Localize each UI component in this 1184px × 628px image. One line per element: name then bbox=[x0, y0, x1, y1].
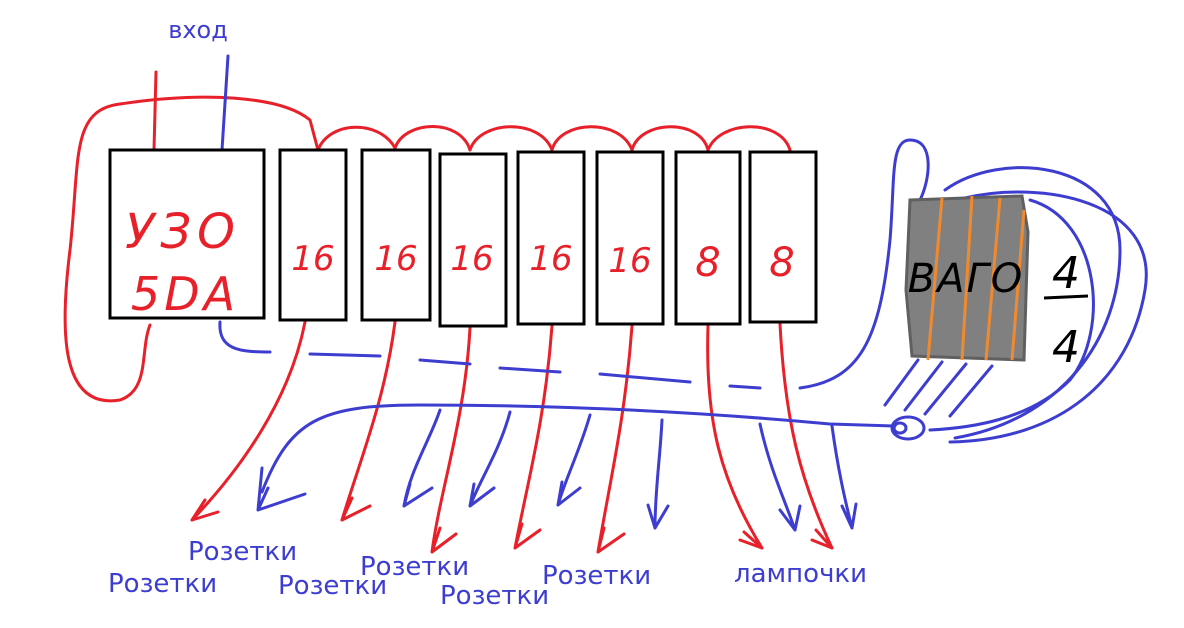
neutral-out-2 bbox=[402, 408, 442, 508]
wago-label: ВАГО bbox=[908, 256, 1025, 302]
breaker-box bbox=[674, 150, 742, 326]
neutral-out-6 bbox=[758, 422, 802, 532]
breaker-4: 16 bbox=[516, 150, 586, 326]
wago-connector: ВАГО 4 4 bbox=[904, 194, 1089, 373]
phase-out-2 bbox=[340, 320, 397, 522]
breaker-box bbox=[438, 152, 508, 328]
wago-lead-2 bbox=[903, 360, 944, 412]
output-label-7: лампочки bbox=[734, 559, 867, 589]
breaker-box bbox=[278, 148, 348, 322]
phase-out-4 bbox=[513, 324, 554, 550]
neutral-junction-ring bbox=[890, 415, 926, 441]
breaker-1: 16 bbox=[278, 148, 348, 322]
breaker-7: 8 bbox=[748, 150, 818, 324]
wago-fraction-top: 4 bbox=[1052, 248, 1080, 299]
neutral-out-7 bbox=[830, 424, 858, 530]
breaker-rating: 8 bbox=[769, 240, 794, 286]
wago-loop-3 bbox=[928, 198, 1095, 432]
labels: вход Розетки Розетки Розетки Розетки Роз… bbox=[108, 16, 867, 611]
breaker-rating: 16 bbox=[291, 239, 334, 279]
phase-out-7 bbox=[778, 322, 834, 550]
breaker-6: 8 bbox=[674, 150, 742, 326]
breaker-box bbox=[516, 150, 586, 326]
rcd-line2: 5DA bbox=[131, 267, 239, 321]
wago-lead-3 bbox=[923, 362, 968, 416]
output-label-2: Розетки bbox=[188, 537, 297, 567]
phase-out-1 bbox=[190, 320, 307, 522]
breakers-row: 16 16 16 16 16 8 8 bbox=[278, 148, 818, 328]
output-label-4: Розетки bbox=[360, 552, 469, 582]
breaker-5: 16 bbox=[595, 150, 665, 326]
input-neutral-wire bbox=[220, 54, 230, 152]
phase-out-6 bbox=[706, 324, 764, 550]
input-phase-wire bbox=[152, 70, 158, 152]
neutral-out-1 bbox=[256, 466, 307, 512]
neutral-out-4 bbox=[556, 413, 592, 507]
breaker-rating: 16 bbox=[450, 239, 493, 279]
breaker-jumper-wire bbox=[316, 125, 792, 152]
wago-fraction-bottom: 4 bbox=[1052, 322, 1080, 373]
breaker-box bbox=[595, 150, 665, 326]
rcd-device: УЗО 5DA bbox=[108, 148, 266, 321]
wago-stripes bbox=[926, 195, 1026, 361]
output-label-1: Розетки bbox=[108, 569, 217, 599]
wago-loop-2 bbox=[948, 190, 1148, 444]
breaker-2: 16 bbox=[360, 148, 432, 322]
output-label-3: Розетки bbox=[278, 571, 387, 601]
output-label-5: Розетки bbox=[440, 581, 549, 611]
breaker-box bbox=[360, 148, 432, 322]
neutral-out-3 bbox=[468, 410, 512, 508]
rcd-line1: УЗО bbox=[125, 204, 241, 260]
breaker-3: 16 bbox=[438, 152, 508, 328]
neutral-wires bbox=[218, 54, 1148, 532]
rcd-neutral-out-wire bbox=[218, 138, 930, 390]
neutral-out-5 bbox=[646, 418, 670, 530]
breaker-rating: 16 bbox=[608, 241, 651, 281]
wago-loop-1 bbox=[943, 166, 1122, 440]
neutral-junction-ring-inner bbox=[892, 421, 908, 435]
wago-lead-1 bbox=[883, 358, 920, 407]
breaker-rating: 8 bbox=[695, 240, 720, 286]
phase-out-3 bbox=[430, 326, 472, 554]
wago-lead-4 bbox=[948, 364, 994, 418]
output-label-6: Розетки bbox=[542, 561, 651, 591]
input-label: вход bbox=[168, 16, 228, 44]
phase-wires bbox=[63, 70, 834, 554]
rcd-to-breakers-wire bbox=[63, 95, 320, 403]
phase-out-5 bbox=[596, 324, 634, 554]
breaker-box bbox=[748, 150, 818, 324]
breaker-rating: 16 bbox=[374, 239, 417, 279]
wago-fraction-bar bbox=[1043, 294, 1089, 300]
breaker-rating: 16 bbox=[529, 239, 572, 279]
rcd-box bbox=[108, 148, 266, 320]
neutral-bus-wire bbox=[260, 403, 897, 494]
